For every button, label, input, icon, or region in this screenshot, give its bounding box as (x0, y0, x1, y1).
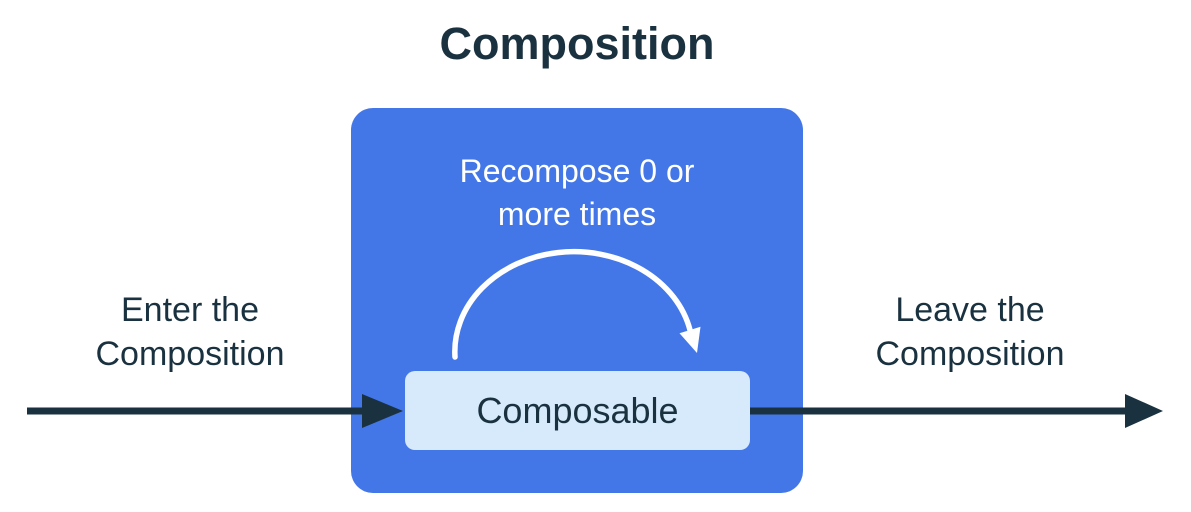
leave-arrowhead-icon (1125, 394, 1163, 428)
leave-arrow-icon (750, 394, 1163, 428)
leave-composition-label: Leave the Composition (875, 291, 1065, 373)
recompose-label: Recompose 0 or more times (459, 153, 695, 232)
page-title: Composition (439, 18, 715, 69)
enter-arrow-icon (27, 394, 403, 428)
enter-composition-label: Enter the Composition (95, 291, 285, 373)
composition-container: Recompose 0 or more times Composable (351, 108, 803, 493)
composable-node: Composable (405, 371, 750, 450)
composable-label: Composable (476, 389, 679, 431)
